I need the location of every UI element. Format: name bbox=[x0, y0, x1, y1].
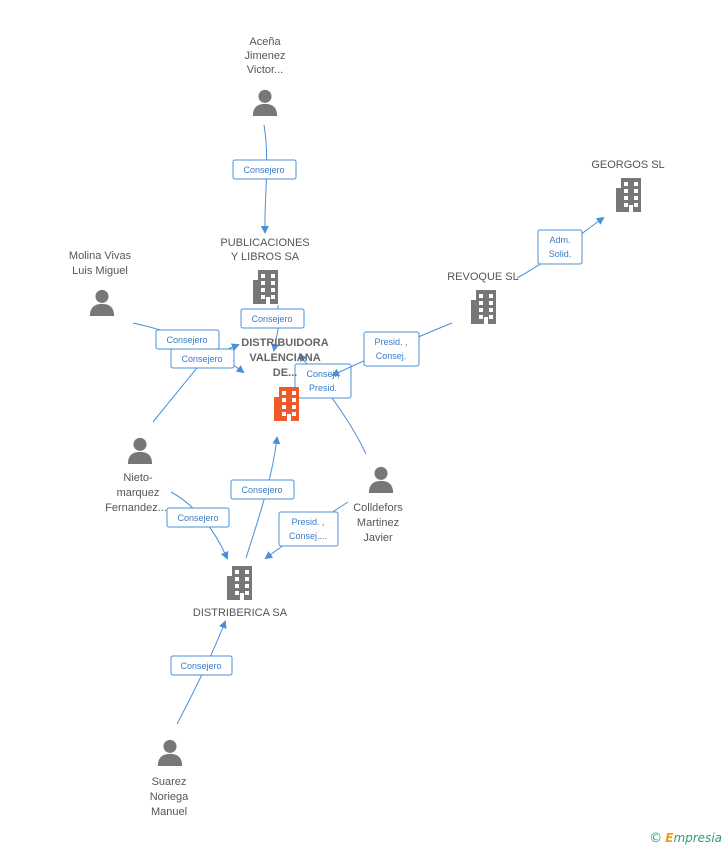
node-label: marquez bbox=[117, 487, 160, 499]
edge-label: Consejero bbox=[166, 335, 207, 345]
building-icon bbox=[274, 387, 299, 421]
edges: Consejero Consejero Consejero Consejero … bbox=[132, 124, 605, 725]
edge-label: Presid. bbox=[309, 383, 337, 393]
node-distriberica[interactable]: DISTRIBERICA SA bbox=[193, 566, 288, 619]
person-icon bbox=[89, 289, 115, 316]
brand-logo: ©Empresia bbox=[649, 831, 722, 846]
node-molina[interactable]: Molina Vivas Luis Miguel bbox=[69, 250, 132, 316]
edge-nieto-distriberica[interactable]: Consejero bbox=[166, 491, 230, 560]
edge-label: Presid. , bbox=[374, 337, 407, 347]
node-label: Aceña bbox=[249, 36, 281, 48]
edge-suarez-distriberica[interactable]: Consejero bbox=[170, 620, 233, 725]
node-label: Molina Vivas bbox=[69, 250, 132, 262]
edge-label: Consejero bbox=[243, 165, 284, 175]
nodes: Aceña Jimenez Victor... PUBLICACIONES Y … bbox=[69, 36, 665, 818]
node-revoque[interactable]: REVOQUE SL bbox=[447, 271, 519, 324]
brand-rest: mpresia bbox=[673, 831, 722, 845]
node-label: Javier bbox=[363, 532, 393, 544]
node-label: Noriega bbox=[150, 791, 189, 803]
brand-e: E bbox=[665, 831, 674, 845]
node-label: PUBLICACIONES bbox=[220, 237, 309, 249]
edge-revoque-distribuidora[interactable]: Presid. , Consej. bbox=[331, 322, 453, 377]
edge-label: Solid. bbox=[549, 249, 572, 259]
node-label: Nieto- bbox=[123, 472, 153, 484]
node-label: Suarez bbox=[152, 776, 187, 788]
node-nieto[interactable]: Nieto- marquez Fernandez... bbox=[105, 437, 167, 514]
node-label: Colldefors bbox=[353, 502, 403, 514]
node-label: Y LIBROS SA bbox=[231, 251, 300, 263]
node-label: Martinez bbox=[357, 517, 399, 529]
person-icon bbox=[127, 437, 153, 464]
edge-label: Consejero bbox=[181, 354, 222, 364]
node-publicaciones[interactable]: PUBLICACIONES Y LIBROS SA bbox=[220, 237, 310, 304]
node-label: Fernandez... bbox=[105, 502, 167, 514]
edge-label: Consej. bbox=[376, 351, 407, 361]
node-label: REVOQUE SL bbox=[447, 271, 519, 283]
node-distribuidora[interactable]: DISTRIBUIDORA VALENCIANA DE... bbox=[241, 337, 329, 421]
node-label: Jimenez bbox=[245, 50, 286, 62]
node-label: Manuel bbox=[151, 806, 187, 818]
edge-label: Adm. bbox=[549, 235, 570, 245]
edge-publicaciones-distribuidora[interactable]: Consejero bbox=[240, 305, 305, 352]
building-icon bbox=[616, 178, 641, 212]
edge-nieto-distribuidora[interactable]: Consejero bbox=[152, 343, 240, 423]
edge-label: Consej.... bbox=[289, 531, 327, 541]
node-suarez[interactable]: Suarez Noriega Manuel bbox=[150, 739, 189, 818]
edge-label: Consejero bbox=[177, 513, 218, 523]
edge-colldefors-distribuidora[interactable]: Consej., Presid. bbox=[294, 353, 367, 455]
node-colldefors[interactable]: Colldefors Martinez Javier bbox=[353, 466, 403, 544]
edge-label: Consej., bbox=[306, 369, 339, 379]
building-icon bbox=[471, 290, 496, 324]
person-icon bbox=[252, 89, 278, 116]
edge-label: Presid. , bbox=[291, 517, 324, 527]
edge-label: Consejero bbox=[180, 661, 221, 671]
node-label: DE... bbox=[273, 367, 297, 379]
node-acena[interactable]: Aceña Jimenez Victor... bbox=[245, 36, 286, 116]
node-label: DISTRIBUIDORA bbox=[241, 337, 328, 349]
node-label: Luis Miguel bbox=[72, 265, 128, 277]
node-label: VALENCIANA bbox=[249, 352, 320, 364]
node-georgos[interactable]: GEORGOS SL bbox=[591, 159, 665, 212]
edge-colldefors-distriberica[interactable]: Presid. , Consej.... bbox=[264, 501, 349, 560]
copyright-icon: © bbox=[649, 831, 663, 846]
building-icon bbox=[227, 566, 252, 600]
node-label: GEORGOS SL bbox=[591, 159, 664, 171]
building-icon bbox=[253, 270, 278, 304]
person-icon bbox=[157, 739, 183, 766]
node-label: DISTRIBERICA SA bbox=[193, 607, 288, 619]
edge-distriberica-distribuidora[interactable]: Consejero bbox=[230, 436, 295, 559]
edge-label: Consejero bbox=[241, 485, 282, 495]
person-icon bbox=[368, 466, 394, 493]
edge-revoque-georgos[interactable]: Adm. Solid. bbox=[516, 216, 605, 279]
node-label: Victor... bbox=[247, 64, 283, 76]
edge-label: Consejero bbox=[251, 314, 292, 324]
edge-acena-publicaciones[interactable]: Consejero bbox=[232, 124, 297, 234]
